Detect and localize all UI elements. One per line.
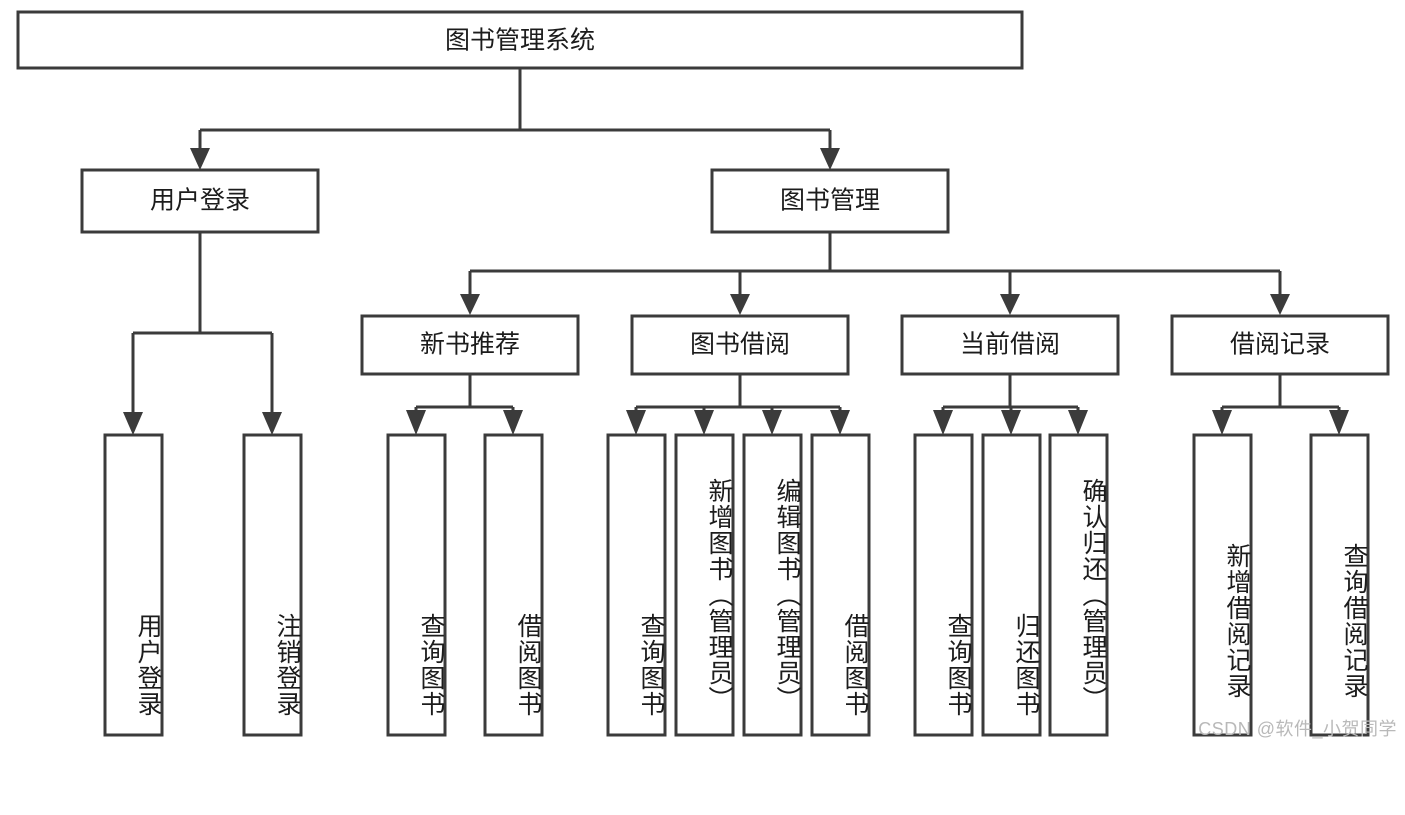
node-book-borrow-box[interactable] — [630, 314, 850, 376]
node-book-manage[interactable]: 图书管理 — [710, 168, 950, 234]
arrow-head-icon — [406, 410, 426, 435]
connector-group-borrow-record — [1212, 375, 1349, 435]
leaf-box-confirm-return[interactable] — [1048, 433, 1109, 737]
leaf-box-query-book-2[interactable] — [606, 433, 667, 737]
arrow-head-icon — [190, 148, 210, 170]
connector-group-book-borrow — [626, 375, 850, 435]
node-new-book-recommend-box[interactable] — [360, 314, 580, 376]
node-new-book-recommend-label: 新书推荐 — [420, 331, 520, 359]
node-borrow-record[interactable]: 借阅记录 — [1170, 314, 1390, 376]
node-user-login[interactable]: 用户登录 — [80, 168, 320, 234]
leaf-boxes — [103, 433, 1370, 737]
node-book-borrow-label: 图书借阅 — [690, 331, 790, 359]
leaf-box-edit-book[interactable] — [742, 433, 803, 737]
arrow-head-icon — [820, 148, 840, 170]
watermark-text: CSDN @软件_小贺同学 — [1198, 719, 1397, 739]
arrow-head-icon — [1270, 294, 1290, 315]
node-book-manage-label: 图书管理 — [780, 187, 880, 215]
leaf-box-query-book-1[interactable] — [386, 433, 447, 737]
arrow-head-icon — [1212, 410, 1232, 435]
node-current-borrow-label: 当前借阅 — [960, 331, 1060, 359]
leaf-box-add-book[interactable] — [674, 433, 735, 737]
leaf-box-return-book[interactable] — [981, 433, 1042, 737]
leaf-box-borrow-book-2[interactable] — [810, 433, 871, 737]
arrow-head-icon — [1001, 410, 1021, 435]
connector-group-current-borrow — [933, 375, 1088, 435]
node-book-manage-box[interactable] — [710, 168, 950, 234]
diagram-root: 图书管理系统 用户登录 图书管理 新书推荐 图书借阅 当前借阅 借阅记录 — [16, 10, 1397, 739]
arrow-head-icon — [1329, 410, 1349, 435]
leaf-box-borrow-book-1[interactable] — [483, 433, 544, 737]
leaf-box-query-book-3[interactable] — [913, 433, 974, 737]
arrow-head-icon — [123, 412, 143, 435]
connector-group-new-book-recommend — [406, 375, 523, 435]
arrow-head-icon — [762, 410, 782, 435]
node-current-borrow-box[interactable] — [900, 314, 1120, 376]
node-user-login-label: 用户登录 — [150, 187, 250, 215]
arrow-head-icon — [626, 410, 646, 435]
connector-group-user-login — [123, 232, 282, 435]
node-root-label: 图书管理系统 — [445, 27, 595, 55]
connector-group-book-manage — [460, 232, 1290, 315]
arrow-head-icon — [460, 294, 480, 315]
leaf-box-user-login[interactable] — [103, 433, 164, 737]
arrow-head-icon — [1068, 410, 1088, 435]
arrow-head-icon — [1000, 294, 1020, 315]
node-book-borrow[interactable]: 图书借阅 — [630, 314, 850, 376]
node-new-book-recommend[interactable]: 新书推荐 — [360, 314, 580, 376]
arrow-head-icon — [933, 410, 953, 435]
node-borrow-record-label: 借阅记录 — [1230, 331, 1330, 359]
node-borrow-record-box[interactable] — [1170, 314, 1390, 376]
leaf-box-query-record[interactable] — [1309, 433, 1370, 737]
arrow-head-icon — [694, 410, 714, 435]
node-user-login-box[interactable] — [80, 168, 320, 234]
arrow-head-icon — [503, 410, 523, 435]
connector-group-root — [190, 68, 840, 170]
leaf-box-add-record[interactable] — [1192, 433, 1253, 737]
node-current-borrow[interactable]: 当前借阅 — [900, 314, 1120, 376]
arrow-head-icon — [730, 294, 750, 315]
diagram-canvas: 图书管理系统 用户登录 图书管理 新书推荐 图书借阅 当前借阅 借阅记录 — [16, 10, 1390, 737]
node-root[interactable]: 图书管理系统 — [16, 10, 1024, 70]
node-root-box[interactable] — [16, 10, 1024, 70]
arrow-head-icon — [830, 410, 850, 435]
leaf-box-logout-login[interactable] — [242, 433, 303, 737]
arrow-head-icon — [262, 412, 282, 435]
